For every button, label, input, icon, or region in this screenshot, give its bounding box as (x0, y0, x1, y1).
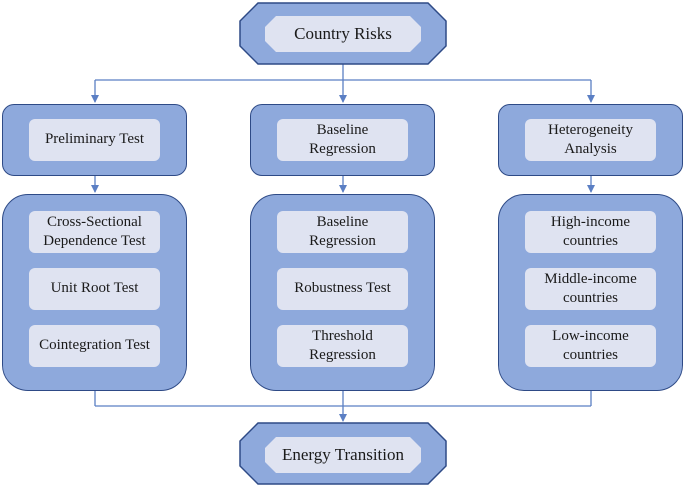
col2-item-3: Threshold Regression (277, 325, 408, 367)
col1-item-2: Unit Root Test (29, 268, 160, 310)
col2-header-label: Baseline Regression (277, 119, 408, 161)
top-node-inner (265, 16, 421, 52)
bottom-node-inner (265, 437, 421, 473)
col2-item-2: Robustness Test (277, 268, 408, 310)
col3-item-1: High-income countries (525, 211, 656, 253)
col2-item-1: Baseline Regression (277, 211, 408, 253)
col1-header-label: Preliminary Test (29, 119, 160, 161)
col3-item-3: Low-income countries (525, 325, 656, 367)
col3-header-label: Heterogeneity Analysis (525, 119, 656, 161)
top-node-label: Country Risks (294, 24, 392, 44)
col1-item-1: Cross-Sectional Dependence Test (29, 211, 160, 253)
col1-item-3: Cointegration Test (29, 325, 160, 367)
connectors (91, 64, 595, 422)
bottom-node-label: Energy Transition (281, 445, 404, 465)
col3-item-2: Middle-income countries (525, 268, 656, 310)
